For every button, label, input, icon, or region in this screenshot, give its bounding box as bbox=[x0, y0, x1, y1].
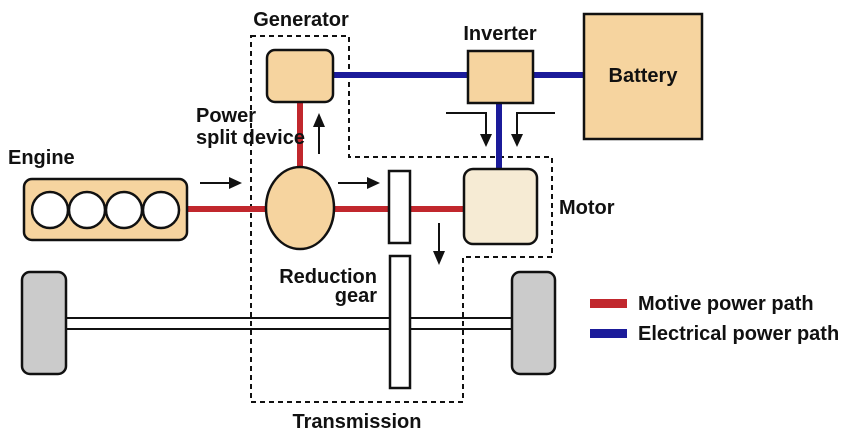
engine-cylinder bbox=[104, 190, 144, 230]
left-wheel bbox=[20, 270, 68, 376]
engine-label: Engine bbox=[8, 147, 75, 169]
generator bbox=[265, 48, 335, 104]
engine-cylinder bbox=[141, 190, 181, 230]
motor bbox=[462, 167, 539, 246]
legend-swatch-motive bbox=[590, 299, 627, 308]
legend-item-electrical: Electrical power path bbox=[590, 323, 839, 345]
battery-label: Battery bbox=[609, 65, 679, 87]
reduction-gear-lower bbox=[388, 254, 412, 390]
engine-cylinder bbox=[30, 190, 70, 230]
power-split-label-line1: Power bbox=[196, 105, 256, 127]
power-split-device bbox=[264, 165, 336, 251]
arrow-right-icon bbox=[338, 177, 380, 189]
engine bbox=[22, 177, 189, 242]
reduction-gear-upper bbox=[387, 169, 412, 245]
arrow-down-icon bbox=[511, 112, 555, 147]
generator-label: Generator bbox=[253, 9, 349, 31]
right-wheel bbox=[510, 270, 557, 376]
motor-label: Motor bbox=[559, 197, 615, 219]
transmission-label: Transmission bbox=[293, 411, 422, 433]
power-split-label-line2: split device bbox=[196, 127, 305, 149]
axle bbox=[65, 317, 513, 330]
reduction-gear-label-line2: gear bbox=[335, 285, 377, 307]
legend-label-electrical: Electrical power path bbox=[638, 323, 839, 345]
reduction-gear-label-line1: Reduction bbox=[279, 266, 377, 288]
legend: Motive power path Electrical power path bbox=[590, 293, 839, 345]
legend-label-motive: Motive power path bbox=[638, 293, 814, 315]
legend-swatch-electrical bbox=[590, 329, 627, 338]
inverter-label: Inverter bbox=[463, 23, 537, 45]
legend-item-motive: Motive power path bbox=[590, 293, 814, 315]
engine-cylinder bbox=[67, 190, 107, 230]
inverter bbox=[466, 49, 535, 105]
arrow-down-icon bbox=[446, 112, 492, 147]
arrow-down-icon bbox=[433, 223, 445, 265]
arrow-up-icon bbox=[313, 113, 325, 154]
battery bbox=[582, 12, 704, 141]
arrow-right-icon bbox=[200, 177, 242, 189]
